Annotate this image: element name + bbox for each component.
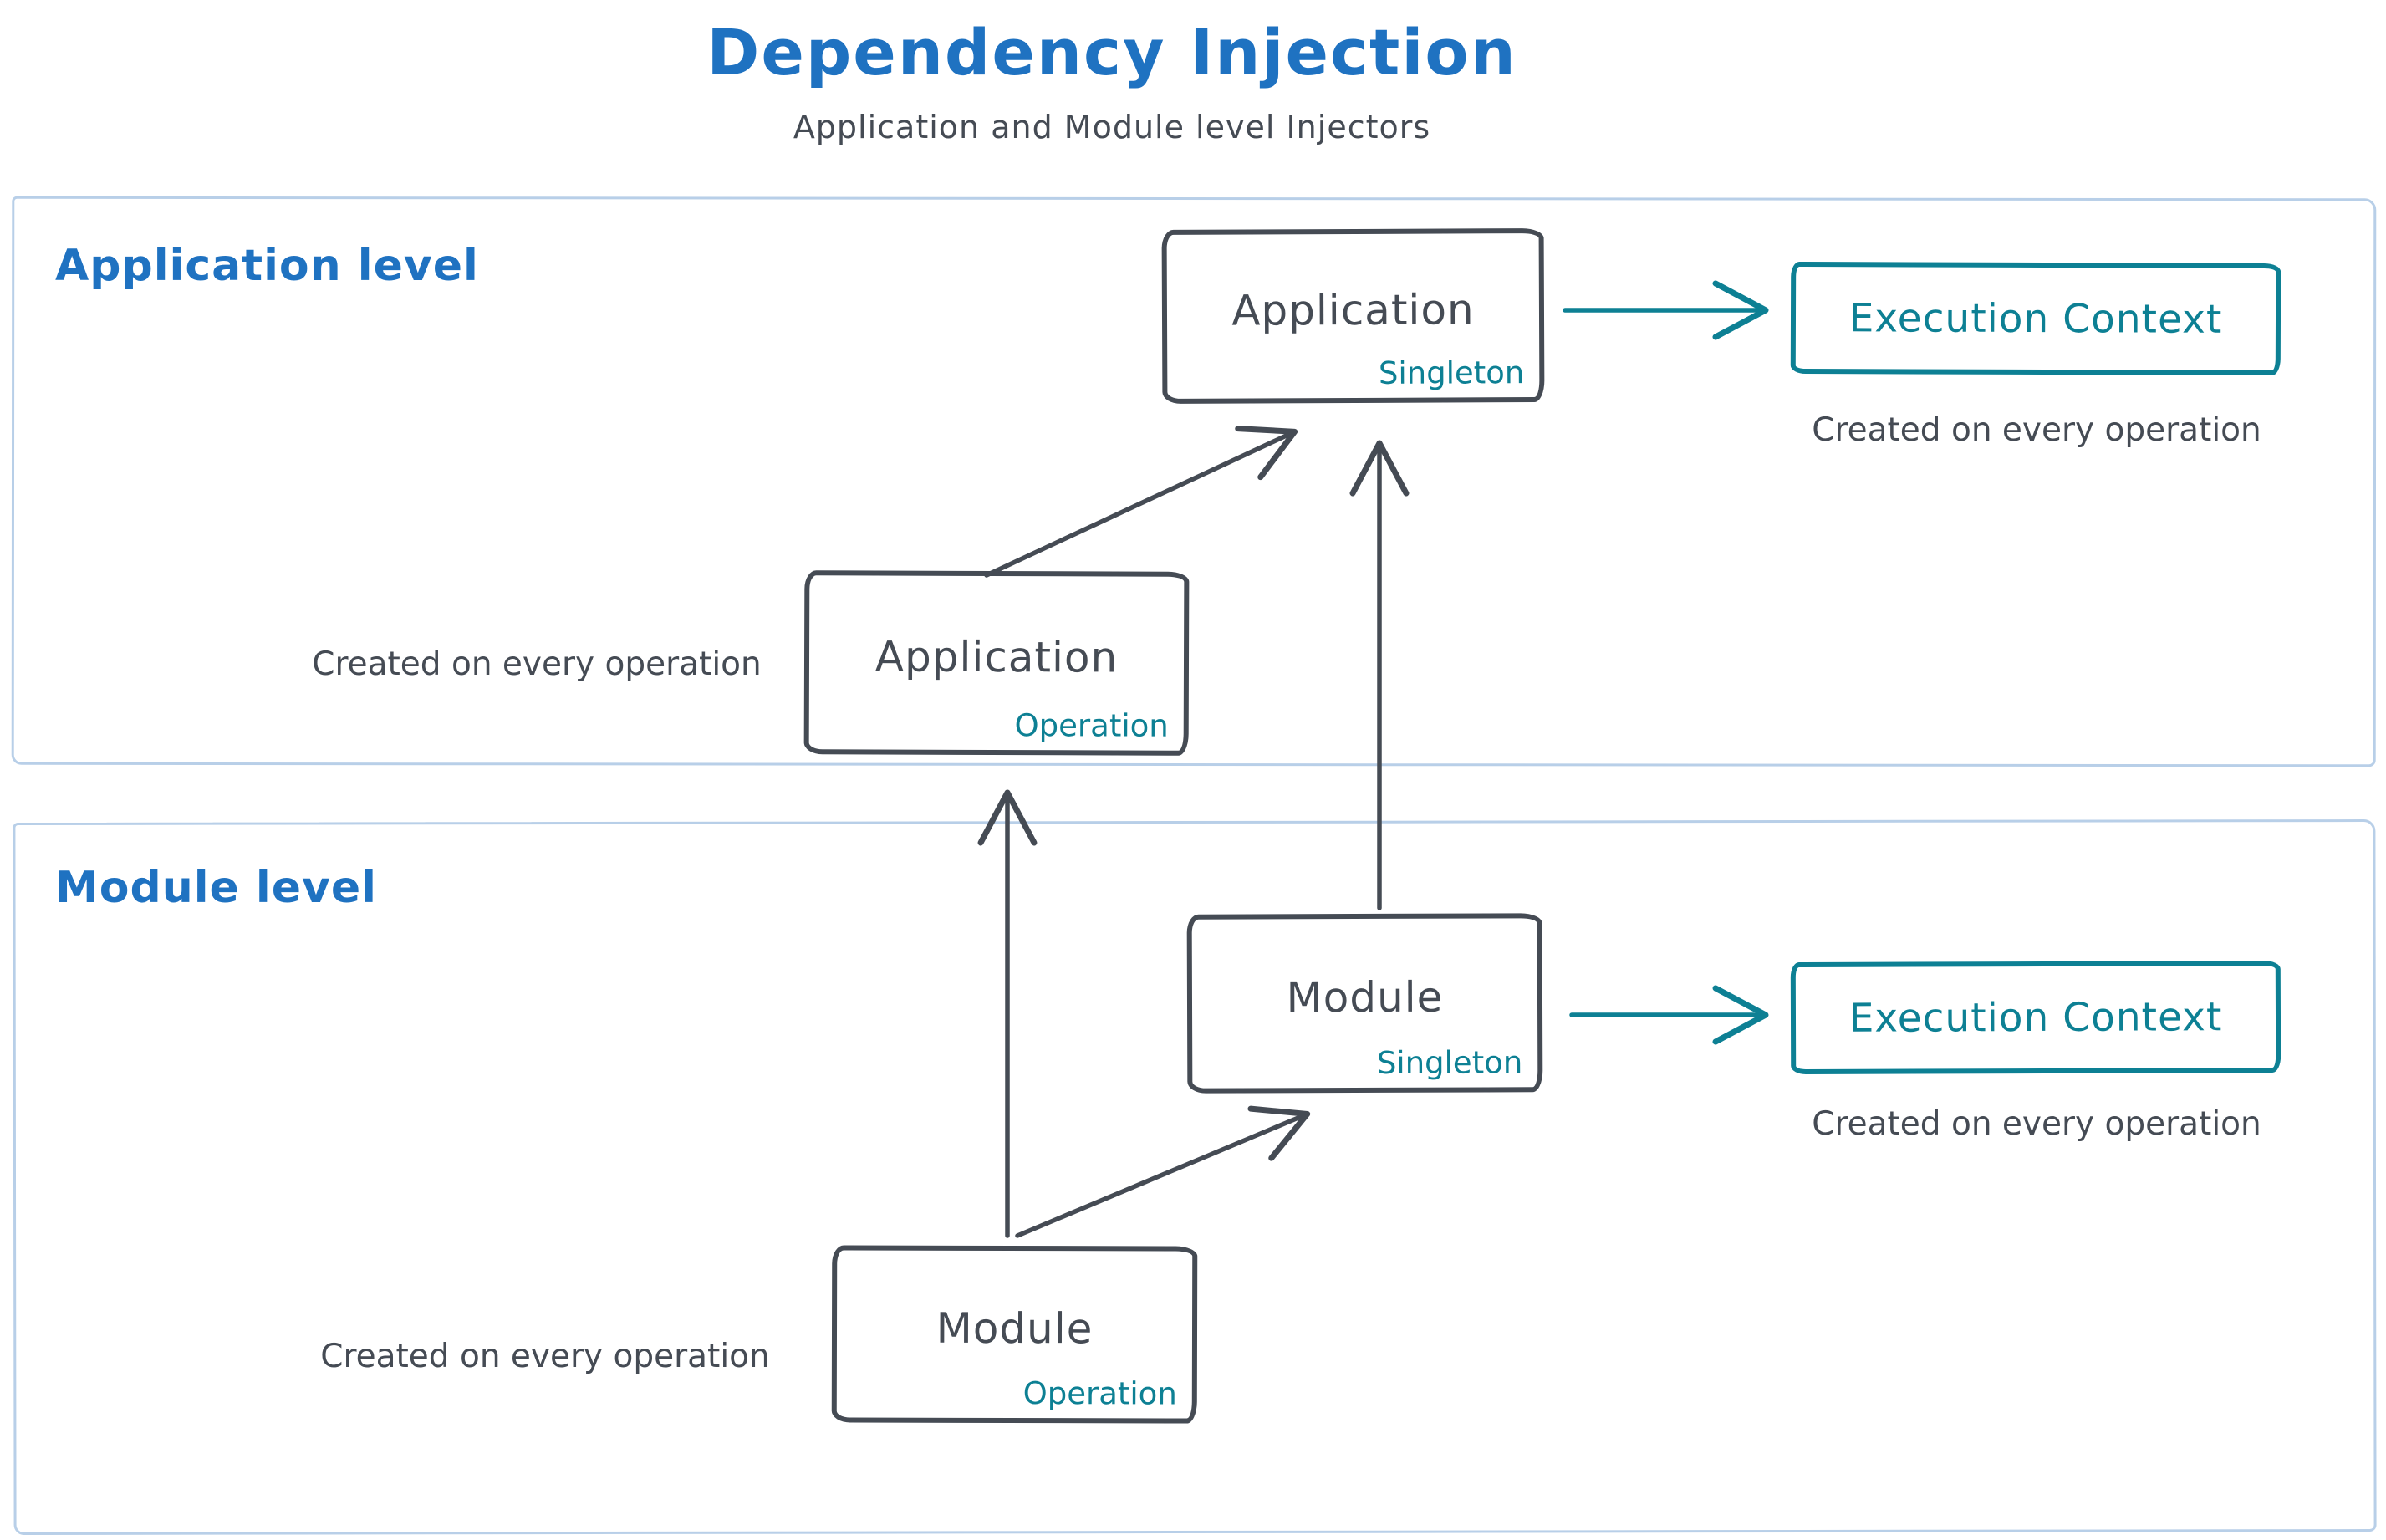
module-execution-context-label: Execution Context <box>1848 993 2223 1042</box>
module-operation-title: Module <box>936 1303 1094 1354</box>
application-operation-title: Application <box>874 632 1119 682</box>
module-singleton-title: Module <box>1286 972 1444 1022</box>
application-singleton-box: Application Singleton <box>1161 228 1545 404</box>
module-operation-box: Module Operation <box>831 1245 1198 1424</box>
module-singleton-scope-label: Singleton <box>1376 1044 1523 1081</box>
application-execution-context-box: Execution Context <box>1790 261 2281 376</box>
application-operation-box: Application Operation <box>803 570 1190 756</box>
application-singleton-title: Application <box>1231 285 1475 335</box>
module-operation-caption: Created on every operation <box>320 1338 770 1375</box>
module-execution-caption: Created on every operation <box>1812 1105 2261 1143</box>
application-operation-caption: Created on every operation <box>312 645 762 683</box>
module-execution-context-box: Execution Context <box>1790 960 2281 1075</box>
application-operation-scope-label: Operation <box>1014 707 1169 744</box>
module-operation-scope-label: Operation <box>1022 1375 1177 1412</box>
application-level-label: Application level <box>55 241 479 291</box>
module-singleton-box: Module Singleton <box>1186 913 1543 1094</box>
diagram-subtitle: Application and Module level Injectors <box>793 109 1431 145</box>
module-level-label: Module level <box>55 863 377 913</box>
application-execution-caption: Created on every operation <box>1812 411 2261 449</box>
diagram-title: Dependency Injection <box>706 15 1517 89</box>
application-execution-context-label: Execution Context <box>1848 294 2223 343</box>
application-singleton-scope-label: Singleton <box>1378 354 1525 391</box>
